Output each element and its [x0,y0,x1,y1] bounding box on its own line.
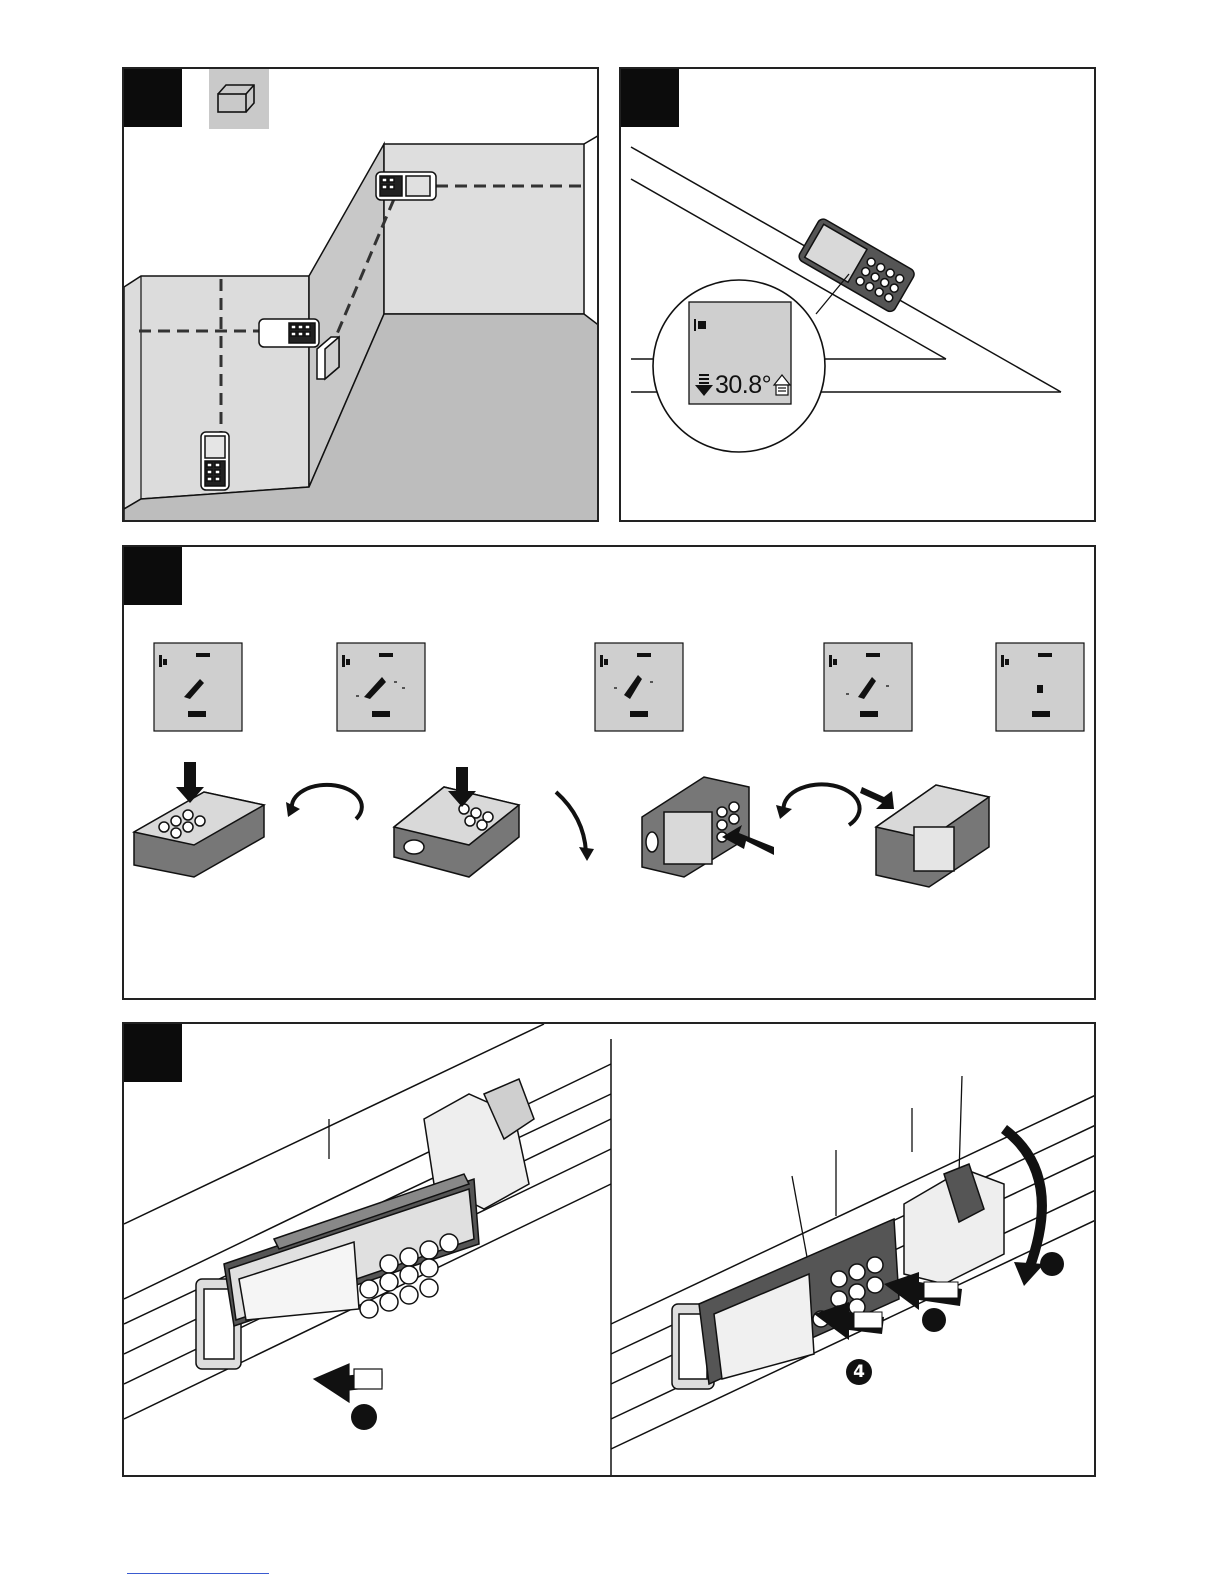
inclination-illustration [621,69,1096,522]
rail-mounting-illustration [124,1024,1096,1477]
figure-panel-calibration [122,545,1096,1000]
laser-measurer-tilted [797,217,916,314]
laser-measurer-right [699,1219,899,1384]
laser-measurer-top [376,172,436,200]
rotate-arrow-2 [556,792,594,861]
back-wall [384,144,584,314]
calibration-display-5 [996,643,1084,731]
step-marker-left [351,1404,377,1430]
calibration-illustration [124,547,1096,1000]
calibration-device-2 [394,767,519,877]
calibration-device-1 [134,762,264,877]
laser-measurer-wall [259,319,319,347]
calibration-display-1 [154,643,242,731]
step-marker-right-b [922,1308,946,1332]
rotate-lever-arrow [1004,1129,1042,1269]
calibration-display-2 [337,643,425,731]
step-marker-right-a [1040,1252,1064,1276]
laser-measurer-left [224,1174,479,1326]
calibration-display-4 [824,643,912,731]
calibration-device-4 [860,785,989,887]
rail-clamp-right [904,1164,1004,1284]
figure-panel-inclination: 30.8° [619,67,1096,522]
figure-panel-room-measurement [122,67,599,522]
rotate-arrow-3 [776,784,860,825]
laser-measurer-floor [201,432,229,490]
step-number-4: 4 [846,1359,872,1385]
room-illustration [124,69,599,522]
figure-panel-rail-mounting: 4 [122,1022,1096,1477]
calibration-display-3 [595,643,683,731]
calibration-device-3 [642,777,774,877]
rotate-arrow-1 [286,785,362,819]
angle-readout: 30.8° [715,371,771,400]
push-arrow-left [314,1364,382,1402]
footer-underline [127,1573,269,1574]
